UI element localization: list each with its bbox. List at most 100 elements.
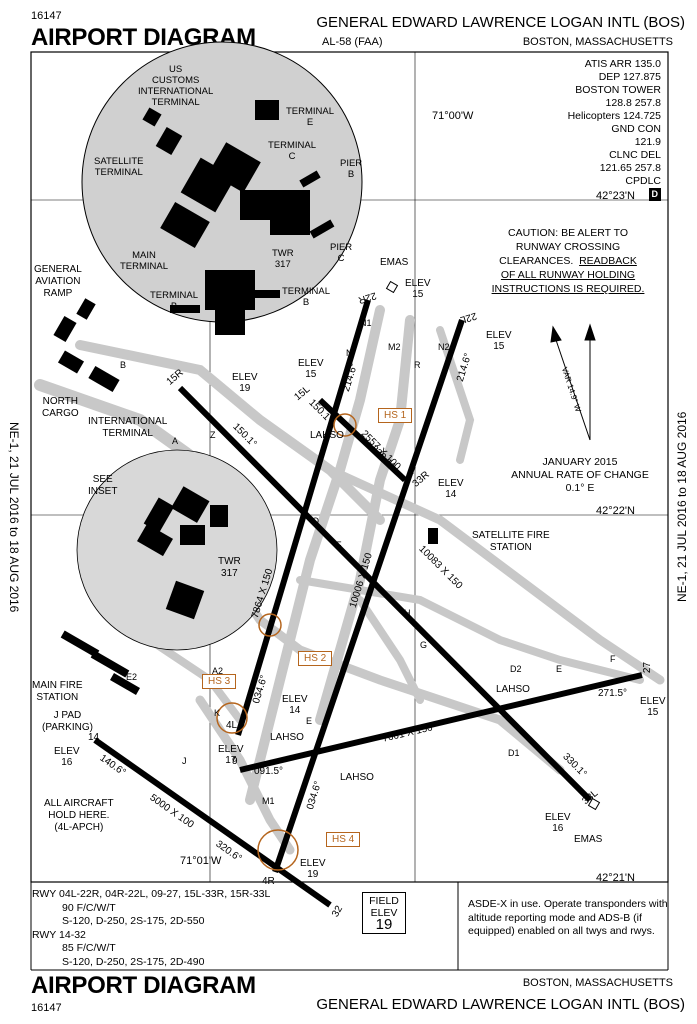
hotspot-1[interactable]: HS 1 [378, 408, 413, 423]
rwy-note-5: 85 F/C/W/T [62, 942, 116, 954]
rwy-note-3: S-120, D-250, 2S-175, 2D-550 [62, 915, 205, 927]
field-elev-line2: ELEV [370, 907, 398, 919]
footer-chart-id: 16147 [31, 1002, 62, 1014]
lahso-label-3: LAHSO [270, 732, 304, 743]
caution-line-4: OF ALL RUNWAY HOLDING [500, 269, 636, 281]
taxiway-g [356, 596, 424, 704]
lon-bottom-label: 71°01'W [180, 855, 222, 867]
taxiway-b [75, 340, 385, 525]
taxiway-e [325, 465, 665, 685]
footer-title: AIRPORT DIAGRAM [31, 972, 256, 999]
magnetic-north-arrow [555, 339, 591, 441]
caution-line-1: CAUTION: BE ALERT TO [507, 227, 628, 239]
footer-airport-name: GENERAL EDWARD LAWRENCE LOGAN INTL (BOS) [316, 996, 685, 1013]
runway-strength-notes: RWY 04L-22R, 04R-22L, 09-27, 15L-33R, 15… [32, 888, 270, 969]
frequency-list: ATIS ARR 135.0 DEP 127.875 BOSTON TOWER … [568, 58, 661, 201]
emas-box-north [385, 280, 399, 294]
caution-line-5: INSTRUCTIONS IS REQUIRED. [491, 283, 645, 295]
rwy-note-6: S-120, D-250, 2S-175, 2D-490 [62, 955, 205, 968]
freq-dep: DEP 127.875 [598, 71, 661, 83]
variation-date: JANUARY 2015 [542, 456, 618, 468]
hotspot-4[interactable]: HS 4 [326, 832, 361, 847]
taxiway-label-e: E [306, 716, 313, 726]
hdg-27: 271.5° [598, 688, 628, 699]
freq-cpdlc: CPDLC [625, 175, 661, 187]
taxiway-label-y: Y [410, 466, 417, 476]
satellite-fire-station-bldg [428, 528, 438, 544]
hotspot-circle-4 [257, 829, 299, 871]
footer-airport-name-text: GENERAL EDWARD LAWRENCE LOGAN INTL [316, 996, 640, 1013]
true-north-head [584, 323, 596, 341]
freq-clnc: 121.65 257.8 [599, 162, 661, 174]
freq-tower: 128.8 257.8 [605, 97, 661, 109]
airport-name: GENERAL EDWARD LAWRENCE LOGAN INTL (BOS) [316, 14, 685, 31]
freq-gnd: 121.9 [634, 136, 661, 148]
caution-line-3: CLEARANCES. [499, 255, 574, 267]
variation-rate-label: ANNUAL RATE OF CHANGE [511, 469, 649, 481]
taxiway-n [245, 305, 385, 805]
taxiway-label-f: F [336, 540, 342, 550]
lat-21-label: 42°21'N [596, 872, 635, 884]
taxiway-label-c: D1 [508, 748, 520, 758]
inset-buildings [142, 100, 335, 335]
variation-rate: 0.1° E [565, 482, 595, 494]
taxiway-label-n3: N2 [438, 342, 450, 352]
variation-note: JANUARY 2015 ANNUAL RATE OF CHANGE 0.1° … [505, 456, 655, 495]
taxiway-label-g: G [420, 640, 428, 650]
hotspot-3[interactable]: HS 3 [202, 674, 237, 689]
see-inset-circle [76, 449, 278, 651]
emas-label-north: EMAS [380, 257, 409, 268]
cpdlc-badge: D [648, 188, 661, 201]
hotspot-circles [216, 413, 357, 871]
rwy-9-label: 9 [232, 756, 238, 767]
hotspot-circle-1 [333, 413, 357, 437]
lon-top-label: 71°00'W [432, 110, 474, 122]
freq-gnd-label: GND CON [611, 123, 661, 135]
taxiway-label-a2: A2 [212, 666, 224, 676]
lat-22-label: 42°22'N [596, 505, 635, 517]
field-elev-value: 19 [375, 916, 393, 933]
runway-4l-22r [235, 299, 371, 736]
taxiway-label-k: K [214, 708, 221, 718]
variation-arrows [550, 323, 596, 441]
rwy-note-2: 90 F/C/W/T [62, 901, 116, 914]
field-elev-line1: FIELD [369, 895, 399, 907]
terminal-buildings [53, 298, 438, 695]
freq-clnc-label: CLNC DEL [609, 149, 661, 161]
asde-note: ASDE-X in use. Operate transponders with… [468, 898, 668, 937]
taxiway-label-z: Z [210, 430, 216, 440]
taxiway-label-e2: E2 [126, 672, 138, 682]
field-elevation-box: FIELD ELEV 19 [362, 892, 406, 934]
taxiway-label-d: D2 [510, 664, 522, 674]
j-pad-label: J PAD(PARKING) [42, 710, 93, 733]
freq-helicopters: Helicopters 124.725 [567, 110, 661, 122]
taxiway-label-j: J [182, 756, 187, 766]
hotspot-2[interactable]: HS 2 [298, 651, 333, 666]
emas-label-south: EMAS [574, 834, 603, 845]
rwy-14-label: 14 [88, 732, 100, 743]
caution-line-2: RUNWAY CROSSING [515, 241, 621, 253]
lahso-label-1: LAHSO [310, 430, 344, 441]
taxiway-d [296, 576, 644, 684]
